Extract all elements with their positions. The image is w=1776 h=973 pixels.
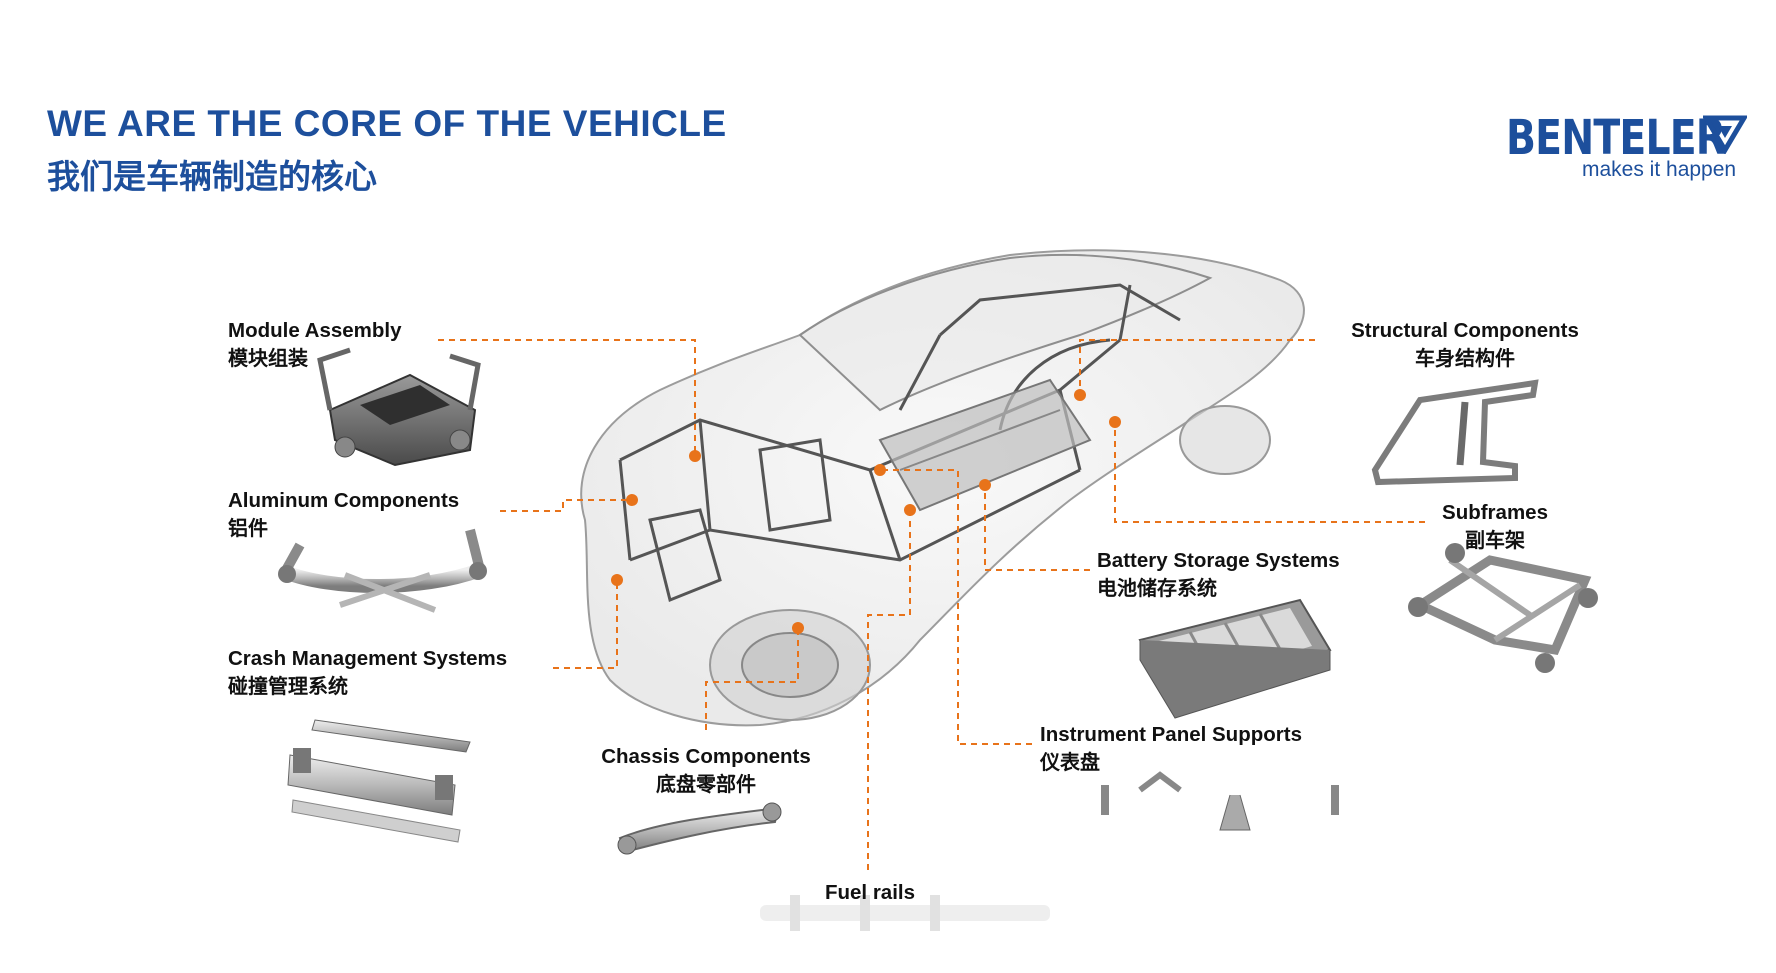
subframe-image bbox=[1408, 543, 1598, 673]
logo-triangle-icon bbox=[1703, 115, 1747, 154]
logo-wordmark: BENTELER bbox=[1506, 110, 1726, 166]
fuel-rails-image bbox=[760, 895, 1050, 931]
page-title: WE ARE THE CORE OF THE VEHICLE bbox=[47, 103, 727, 144]
label-structural-components: Structural Components 车身结构件 bbox=[1351, 319, 1579, 370]
label-module-assembly: Module Assembly 模块组装 bbox=[228, 319, 402, 370]
instrument-panel-support-image bbox=[1100, 771, 1340, 831]
label-crash-management: Crash Management Systems 碰撞管理系统 bbox=[228, 647, 508, 698]
label-chassis-components: Chassis Components 底盘零部件 bbox=[601, 745, 811, 796]
label-instrument-panel-supports: Instrument Panel Supports 仪表盘 bbox=[1040, 723, 1302, 774]
module-assembly-image bbox=[317, 347, 481, 467]
label-battery-storage: Battery Storage Systems 电池储存系统 bbox=[1097, 549, 1340, 600]
leader-lines bbox=[438, 339, 1425, 870]
label-fuel-rails: Fuel rails bbox=[824, 881, 915, 904]
leader-dots bbox=[611, 389, 1121, 634]
label-subframes: Subframes 副车架 bbox=[1442, 501, 1548, 552]
logo-tagline: makes it happen bbox=[1582, 158, 1737, 181]
page-subtitle: 我们是车辆制造的核心 bbox=[47, 157, 377, 196]
car-floor bbox=[878, 378, 1092, 512]
chassis-component-image bbox=[617, 802, 782, 855]
brand-logo: BENTELER makes it happen bbox=[1500, 110, 1760, 190]
label-aluminum-components: Aluminum Components 铝件 bbox=[228, 489, 460, 540]
aluminum-component-image bbox=[278, 528, 487, 613]
crash-management-image bbox=[287, 719, 471, 843]
structural-component-image bbox=[1371, 379, 1539, 486]
battery-storage-image bbox=[1138, 598, 1332, 719]
